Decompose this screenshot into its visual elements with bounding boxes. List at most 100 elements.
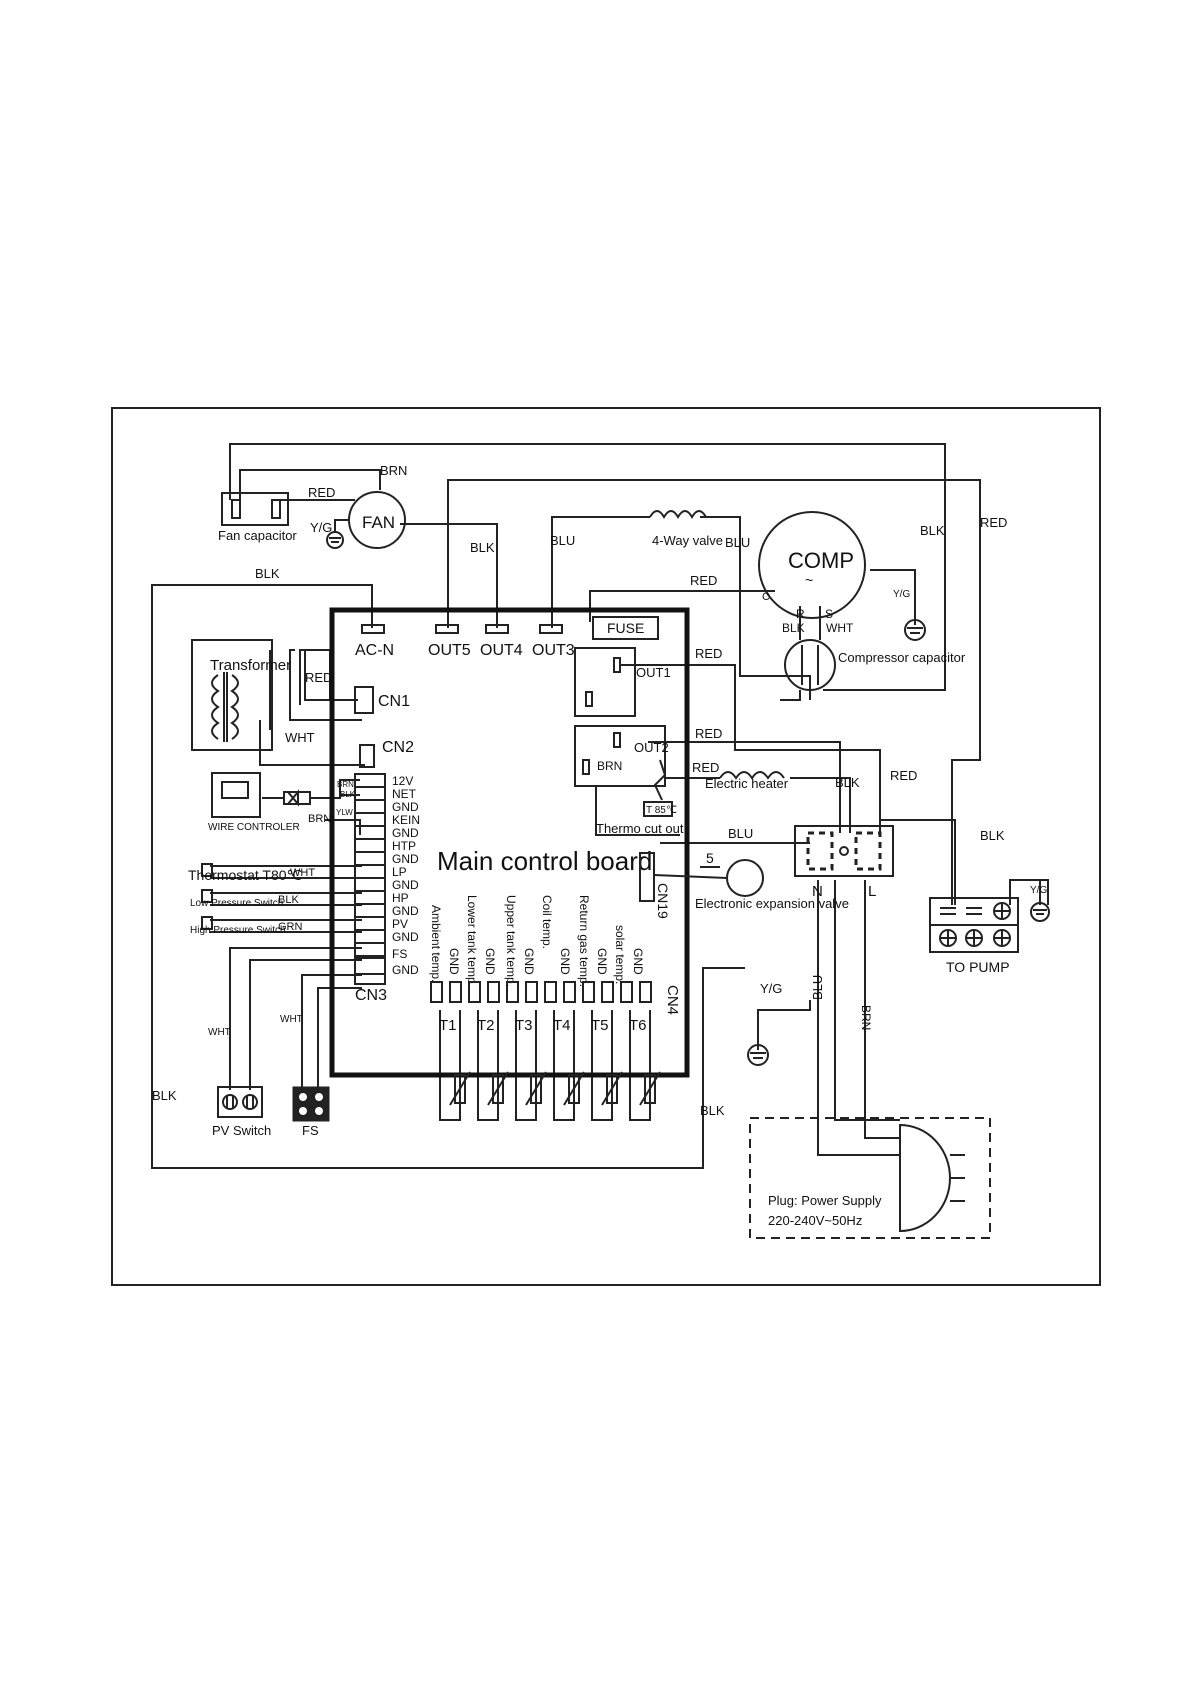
fs-label: FS: [302, 1123, 319, 1138]
cn3-pin-label: GND: [392, 930, 419, 944]
wire-label: WHT: [285, 730, 315, 745]
port-out5-connector: [435, 624, 459, 634]
wire-controller-screen: [221, 781, 249, 799]
diagram-frame: [111, 407, 1101, 1286]
cn4-label-text: GND: [447, 948, 461, 975]
cn3-pin-label: KEIN: [392, 813, 420, 827]
wire-label: Y/G: [893, 589, 910, 600]
sensor-t6: T6: [629, 1017, 647, 1034]
wire-label: BLK: [340, 790, 356, 799]
thermostat-terminal: [201, 863, 213, 877]
wire-label: BLK: [152, 1088, 177, 1103]
cn4-connector-pins: [430, 981, 652, 1003]
thermistor-symbols: [449, 1071, 661, 1106]
port-out5: OUT5: [428, 642, 471, 659]
wire-label: WHT: [208, 1027, 231, 1038]
t85-label: T 85℃: [646, 805, 677, 816]
thermo-cut-out-switch: [653, 759, 667, 801]
wire-label: Y/G: [1030, 885, 1047, 896]
cn3-pin-label: HP: [392, 891, 409, 905]
wire-label: BLU: [725, 535, 750, 550]
cn4-label-text: Ambient temp.: [429, 905, 443, 982]
pv-switch-screw-icon: [222, 1094, 258, 1110]
four-way-valve-coil-icon: [649, 510, 707, 519]
wires: [151, 443, 1049, 1169]
wire-label: BLU: [810, 975, 825, 1000]
cn4-label-text: GND: [483, 948, 497, 975]
wire-label: BLK: [278, 894, 299, 906]
out1-relay: [574, 647, 636, 717]
wire-controller: [211, 772, 261, 818]
cn1-label: CN1: [378, 693, 410, 710]
out1-contact-a: [585, 691, 593, 707]
cn4-label-text: GND: [595, 948, 609, 975]
cn4-label-text: Coil temp.: [540, 895, 554, 949]
pv-switch: [217, 1086, 263, 1118]
cn19-connector: [639, 852, 655, 902]
compressor-capacitor-label: Compressor capacitor: [838, 650, 966, 665]
cn4-label-text: GND: [631, 948, 645, 975]
port-ac-n-connector: [361, 624, 385, 634]
low-pressure-switch-label: Low Pressure Switch: [190, 898, 283, 909]
thermostat-label: Thermostat T80℃: [188, 867, 302, 883]
port-out3: OUT3: [532, 642, 575, 659]
wire-label: Y/G: [310, 520, 332, 535]
sensor-t3: T3: [515, 1017, 533, 1034]
sensor-t4: T4: [553, 1017, 571, 1034]
out2-contact-b: [582, 759, 590, 775]
electric-heater-label: Electric heater: [705, 776, 789, 791]
cn3-pin-label: GND: [392, 852, 419, 866]
fan-capacitor-terminal-a: [231, 499, 241, 519]
wire-label: BRN: [859, 1005, 873, 1030]
t85-box: [643, 801, 673, 817]
wire-label: BLU: [728, 826, 753, 841]
main-control-board: [329, 607, 690, 1078]
connector-icon: [283, 789, 311, 807]
board-title: Main control board: [437, 846, 652, 876]
sensor-wires: [439, 1010, 651, 1121]
wire-label: BLK: [700, 1103, 725, 1118]
sensor-t2: T2: [477, 1017, 495, 1034]
wire-label: BRN: [380, 463, 407, 478]
cn4-label-text: GND: [558, 948, 572, 975]
wire-label: BLK: [782, 621, 805, 635]
transformer-label: Transformer: [210, 657, 291, 674]
to-pump-label: TO PUMP: [946, 959, 1010, 975]
expansion-valve-label: Electronic expansion valve: [695, 896, 849, 911]
terminal-center: [839, 846, 849, 856]
expansion-valve: [726, 859, 764, 897]
wire-label: RED: [980, 515, 1007, 530]
sensor-t1: T1: [439, 1017, 457, 1034]
cn3-pin-label: NET: [392, 787, 417, 801]
fuse-label: FUSE: [607, 620, 644, 636]
wire-label: RED: [695, 646, 722, 661]
plug-spec: 220-240V~50Hz: [768, 1213, 862, 1228]
wire-label: BLK: [835, 775, 860, 790]
comp-label: COMP: [788, 548, 854, 573]
out2-relay: [574, 725, 666, 787]
ground-icon: [1009, 879, 1050, 922]
out1-contact-b: [613, 657, 621, 673]
cn4-label-text: Upper tank temp.: [504, 895, 518, 987]
cn4-sensor-labels: Ambient temp. GND Lower tank temp. GND U…: [429, 895, 645, 987]
comp-r-label: R: [796, 607, 805, 621]
wire-label: RED: [305, 670, 332, 685]
port-out3-connector: [539, 624, 563, 634]
wire-label: YLW: [336, 808, 353, 817]
cn3-pin-labels: 12V NET GND KEIN GND HTP GND LP GND HP G…: [392, 774, 420, 977]
high-pressure-switch-terminal: [201, 916, 213, 930]
thermo-cut-out-label: Thermo cut out: [596, 821, 684, 836]
compressor: [758, 511, 866, 619]
fs-connector-icon: [299, 1093, 323, 1115]
cn3-pin-label: FS: [392, 947, 407, 961]
low-pressure-switch-terminal: [201, 889, 213, 903]
cn3-pin-label: HTP: [392, 839, 416, 853]
cn4-label-text: solar temp.: [613, 925, 627, 984]
wire-label: BLU: [550, 533, 575, 548]
plug-power-supply-box: [749, 1117, 991, 1239]
compressor-capacitor: [784, 639, 836, 691]
wire-label: BLK: [980, 828, 1005, 843]
sensor-t5: T5: [591, 1017, 609, 1034]
cn3-pin-label: GND: [392, 963, 419, 977]
wire-label: RED: [308, 485, 335, 500]
